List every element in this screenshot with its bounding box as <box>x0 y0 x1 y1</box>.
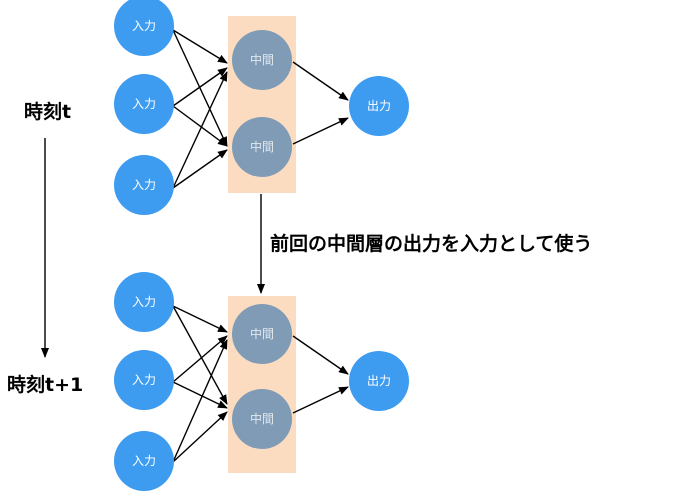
input-node-label: 入力 <box>132 373 156 387</box>
hidden-node-label: 中間 <box>250 411 274 426</box>
hidden-node: 中間 <box>232 117 292 177</box>
output-node: 出力 <box>349 351 409 411</box>
hidden-node: 中間 <box>232 304 292 364</box>
input-node: 入力 <box>114 350 174 410</box>
output-node: 出力 <box>349 76 409 136</box>
edge <box>172 71 228 189</box>
output-node-label: 出力 <box>367 99 391 113</box>
recurrent-note: 前回の中間層の出力を入力として使う <box>270 232 592 255</box>
time-label-t: 時刻t <box>24 100 71 123</box>
edges <box>172 29 349 189</box>
time-label-t1: 時刻t+1 <box>7 373 83 396</box>
hidden-node-label: 中間 <box>250 326 274 341</box>
edge <box>172 305 228 333</box>
input-node-label: 入力 <box>132 97 156 111</box>
input-node-label: 入力 <box>132 454 156 468</box>
input-node-label: 入力 <box>132 178 156 192</box>
edge <box>172 149 228 189</box>
edge <box>292 335 349 375</box>
edge <box>292 117 349 145</box>
input-node: 入力 <box>114 155 174 215</box>
edge <box>172 305 228 405</box>
edge <box>172 67 228 107</box>
hidden-node-label: 中間 <box>250 139 274 154</box>
input-node-label: 入力 <box>132 295 156 309</box>
edge <box>172 381 228 409</box>
edge <box>292 61 349 101</box>
edge <box>172 339 228 463</box>
network-time-t: 入力 入力 入力 中間 中間 出力 <box>114 0 409 215</box>
output-node-label: 出力 <box>367 374 391 388</box>
edge <box>172 29 228 147</box>
input-node: 入力 <box>114 272 174 332</box>
input-node-label: 入力 <box>132 19 156 33</box>
input-node: 入力 <box>114 74 174 134</box>
hidden-node: 中間 <box>232 389 292 449</box>
edge <box>292 386 349 414</box>
edge <box>172 29 228 64</box>
input-node: 入力 <box>114 0 174 56</box>
edges <box>172 305 349 463</box>
hidden-node-label: 中間 <box>250 52 274 67</box>
input-node: 入力 <box>114 431 174 491</box>
hidden-node: 中間 <box>232 30 292 90</box>
edge <box>172 105 228 147</box>
network-time-t1: 入力 入力 入力 中間 中間 出力 <box>114 272 409 491</box>
edge <box>172 411 228 463</box>
edge <box>172 335 228 383</box>
